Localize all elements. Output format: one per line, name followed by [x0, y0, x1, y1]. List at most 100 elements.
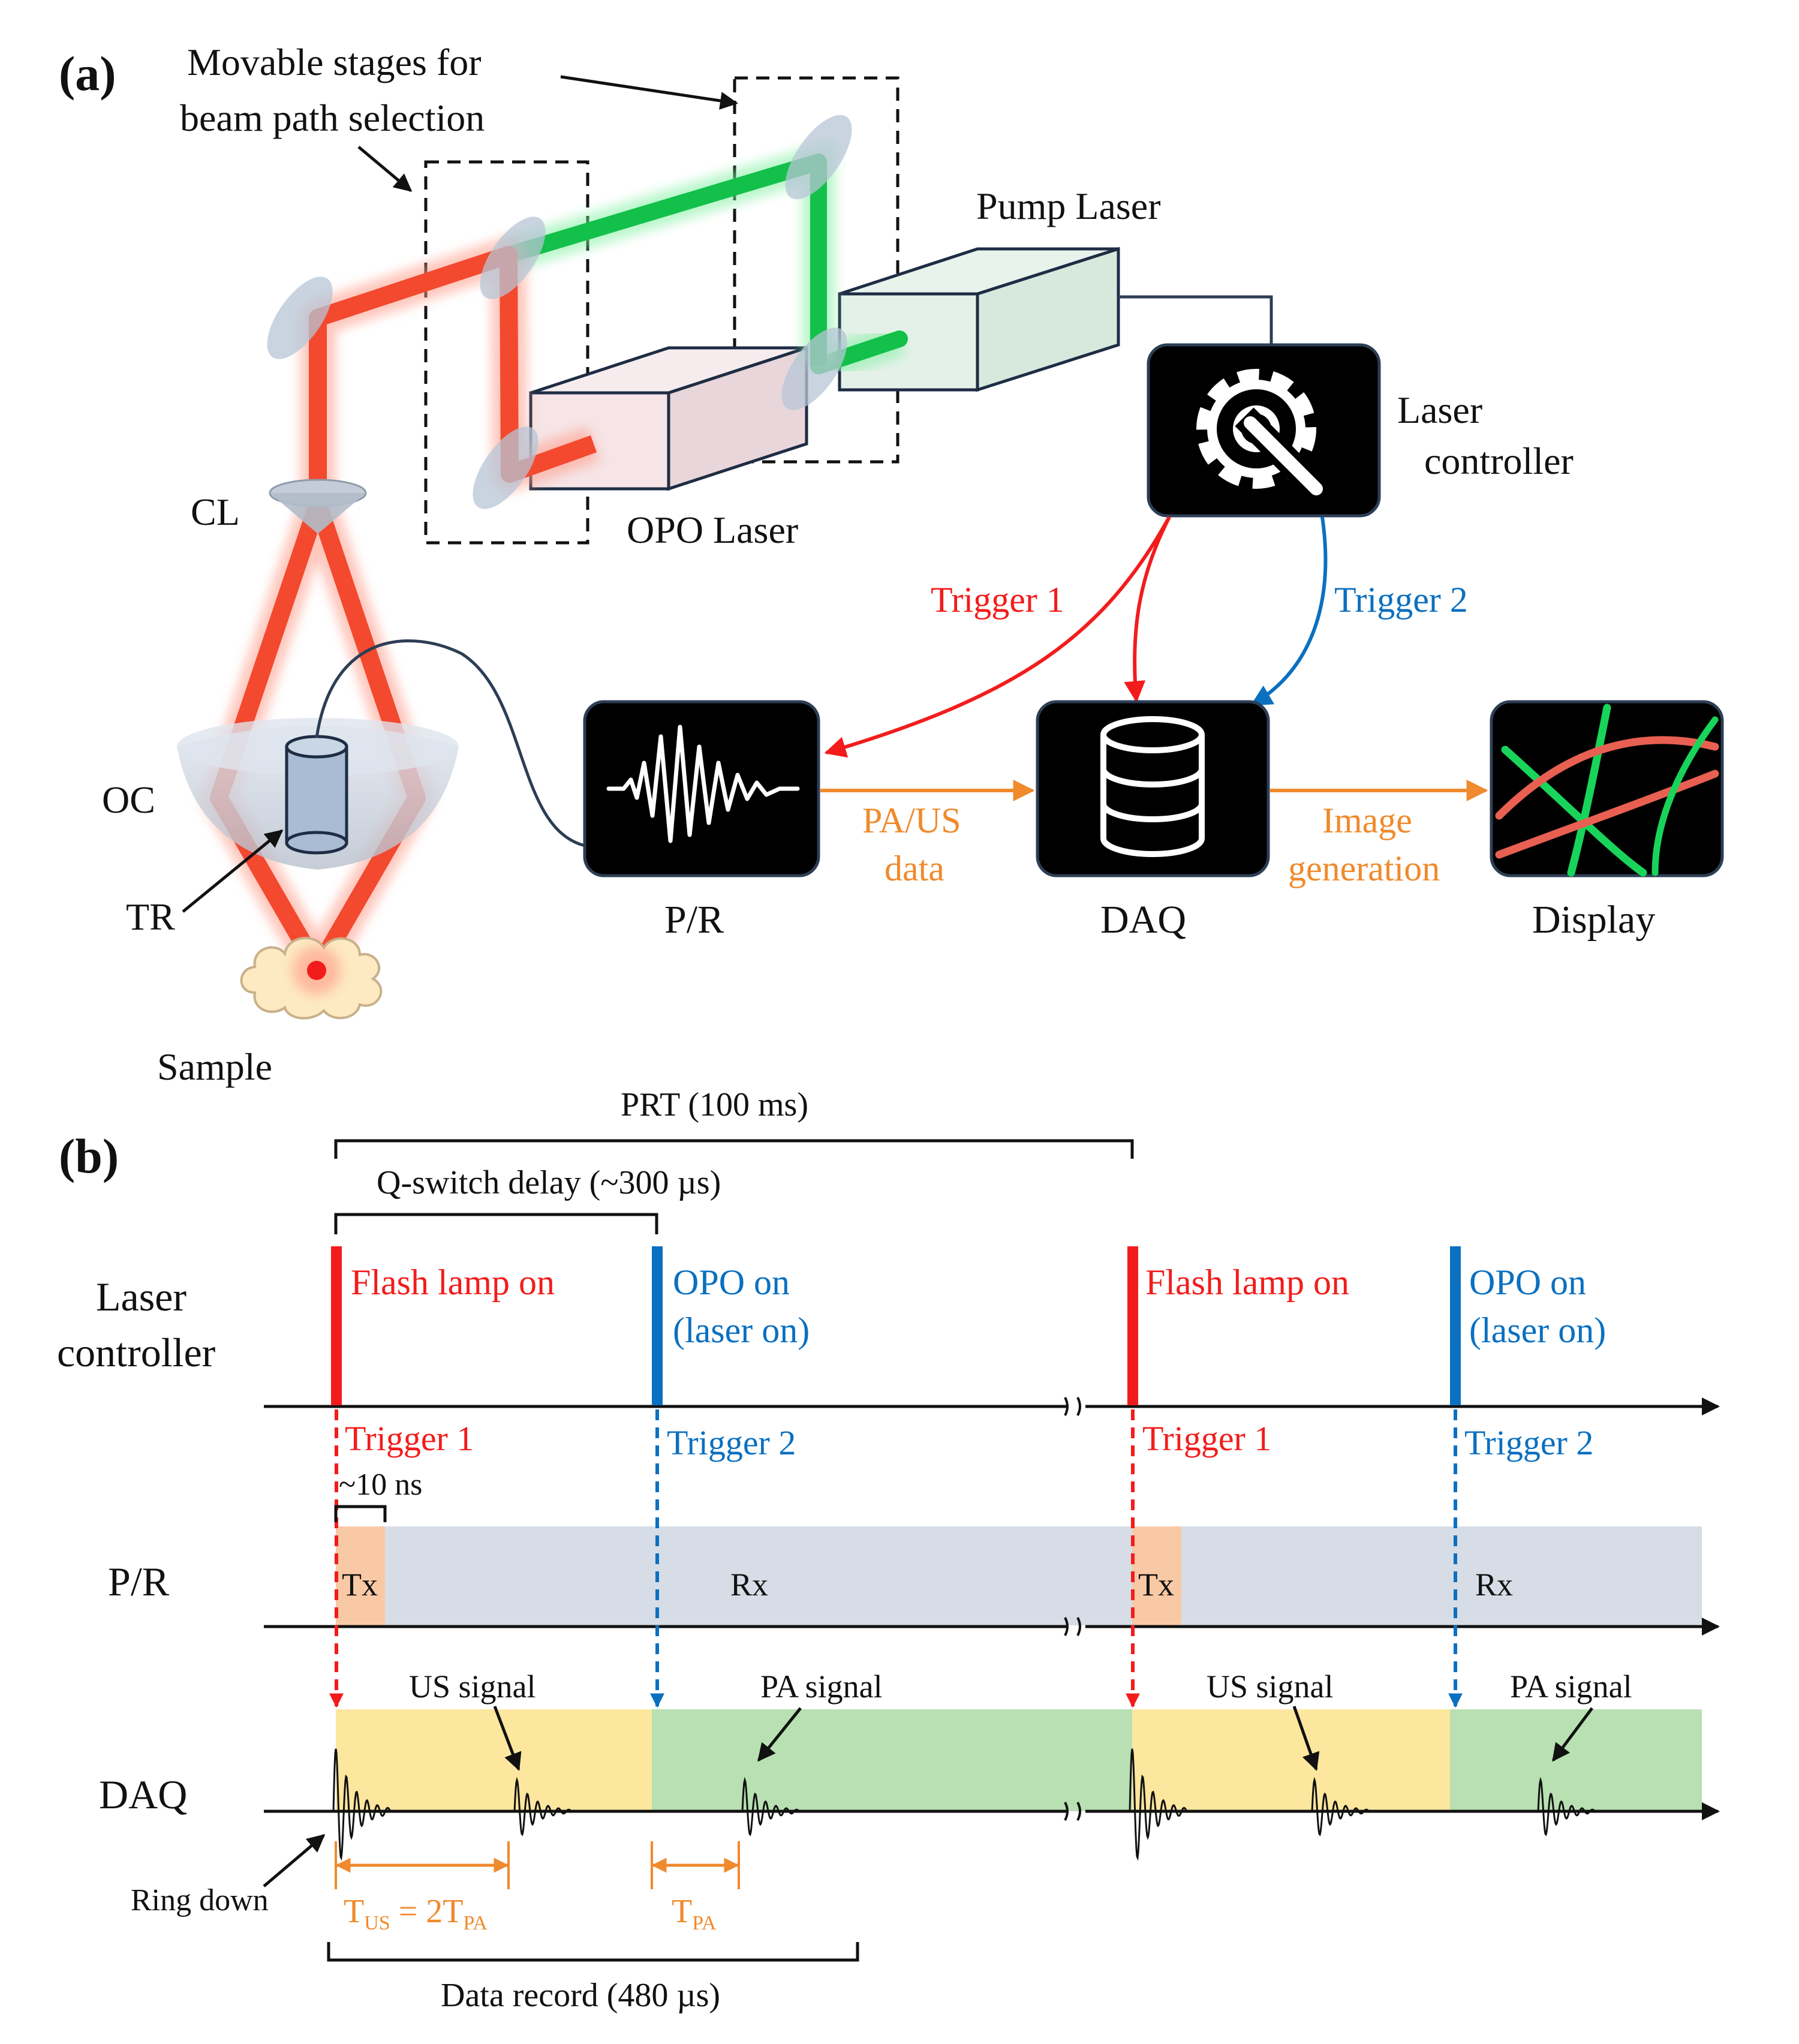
- t-us-label: TUS = 2TPA: [344, 1893, 488, 1934]
- mirror-3: [785, 115, 852, 200]
- panel-b-label: (b): [59, 1129, 119, 1183]
- prt-bracket: [334, 1139, 1134, 1159]
- rx-band-2: [1181, 1526, 1702, 1625]
- transducer: [285, 735, 348, 855]
- flash-lamp-label-1: Flash lamp on: [351, 1263, 555, 1302]
- conical-lens: [269, 479, 367, 534]
- rx-label-2: Rx: [1475, 1567, 1513, 1603]
- pr-label-a: P/R: [664, 898, 724, 942]
- oc-label: OC: [102, 778, 155, 821]
- opo-on-label-1-line2: (laser on): [673, 1310, 810, 1350]
- stages-label-line2: beam path selection: [180, 97, 485, 139]
- opo-laser-label: OPO Laser: [627, 509, 798, 551]
- waveform-icon: [606, 725, 800, 843]
- tx-label-2: Tx: [1138, 1567, 1174, 1603]
- pa-signal-pointer-2: [1551, 1707, 1594, 1762]
- row-label-laser-line2: controller: [57, 1330, 216, 1375]
- axis-laser: [264, 1397, 1720, 1416]
- panel-a-label: (a): [59, 46, 116, 101]
- mirror-5: [781, 327, 847, 410]
- tx-band-1: [336, 1526, 385, 1625]
- axis-daq: [264, 1802, 1720, 1821]
- row-label-pr: P/R: [108, 1559, 170, 1604]
- trigger2-label-b1: Trigger 2: [667, 1423, 796, 1462]
- pa-signal-label-2: PA signal: [1510, 1669, 1632, 1705]
- transducer-cable: [315, 639, 585, 847]
- data-record-bracket: [327, 1942, 859, 1962]
- opo-bar-2: [1450, 1246, 1461, 1405]
- us-signal-label-2: US signal: [1207, 1669, 1334, 1705]
- us-signal-pointer-2: [1292, 1706, 1320, 1771]
- tr-label: TR: [126, 895, 175, 938]
- image-generation-line2: generation: [1288, 849, 1440, 888]
- row-label-daq: DAQ: [99, 1772, 187, 1817]
- us-signal-waveform-2: [1311, 1777, 1370, 1836]
- display-label: Display: [1532, 898, 1655, 942]
- red-beam-upper: [300, 237, 600, 498]
- pump-laser-box: [838, 247, 1120, 392]
- database-icon: [1100, 716, 1205, 857]
- opo-on-label-2-line1: OPO on: [1469, 1263, 1586, 1302]
- sample-cloud: [240, 937, 383, 1020]
- tx-band-2: [1132, 1526, 1181, 1625]
- rx-label-1: Rx: [730, 1567, 768, 1603]
- trigger1-label-b1: Trigger 1: [345, 1419, 474, 1458]
- ring-down-waveform-2: [1129, 1748, 1188, 1861]
- tx-width-label: ~10 ns: [339, 1468, 422, 1502]
- movable-stage-right: [733, 76, 900, 464]
- sample-label: Sample: [157, 1045, 272, 1088]
- stages-pointer-right: [560, 75, 738, 110]
- daq-block: [1036, 700, 1270, 877]
- image-generation-line1: Image: [1322, 801, 1412, 840]
- prt-label: PRT (100 ms): [621, 1086, 808, 1123]
- flash-lamp-bar-2: [1127, 1246, 1138, 1405]
- ring-down-waveform-1: [332, 1748, 392, 1861]
- opo-bar-1: [652, 1246, 663, 1405]
- flash-lamp-label-2: Flash lamp on: [1145, 1263, 1349, 1302]
- mirror-4: [473, 426, 539, 509]
- ring-down-pointer: [263, 1834, 326, 1887]
- trigger1-arrow: [824, 516, 1171, 758]
- tx-label-1: Tx: [342, 1567, 378, 1603]
- pa-band-2: [1450, 1709, 1702, 1811]
- gear-wrench-icon: [1196, 369, 1326, 498]
- rx-band-1: [385, 1526, 1132, 1625]
- laser-controller-label-line2: controller: [1424, 440, 1574, 482]
- ring-down-label: Ring down: [131, 1883, 269, 1917]
- us-signal-label-1: US signal: [409, 1669, 536, 1705]
- vessel-image-icon: [1495, 704, 1719, 877]
- movable-stage-left: [424, 160, 589, 545]
- axis-pr: [264, 1617, 1720, 1636]
- trigger2-arrow: [1250, 516, 1328, 707]
- trigger1-label-b2: Trigger 1: [1142, 1419, 1271, 1458]
- tx-width-bracket: [334, 1505, 387, 1522]
- pa-signal-pointer-1: [757, 1707, 802, 1762]
- mirror-2: [480, 217, 546, 299]
- data-record-label: Data record (480 µs): [441, 1977, 720, 2014]
- row-label-laser-line1: Laser: [96, 1274, 186, 1319]
- opo-on-label-1-line1: OPO on: [673, 1263, 790, 1302]
- trigger2-label-a: Trigger 2: [1334, 580, 1468, 620]
- stages-label-line1: Movable stages for: [187, 41, 482, 83]
- tr-pointer: [182, 829, 284, 913]
- pa-us-data-line2: data: [885, 849, 944, 888]
- cl-label: CL: [191, 491, 240, 533]
- us-band-1: [336, 1709, 652, 1811]
- laser-controller-label-line1: Laser: [1397, 389, 1482, 431]
- pa-signal-waveform-1: [741, 1777, 801, 1836]
- stages-pointer-left: [357, 146, 413, 192]
- pa-signal-label-1: PA signal: [760, 1669, 883, 1705]
- waveforms: [332, 1748, 1596, 1861]
- controller-daq-arrow: [1124, 516, 1171, 703]
- flash-lamp-bar-1: [331, 1246, 342, 1405]
- pr-block: [583, 700, 820, 877]
- us-band-2: [1132, 1709, 1450, 1811]
- t-pa-label: TPA: [672, 1893, 717, 1934]
- trigger2-label-b2: Trigger 2: [1464, 1423, 1593, 1462]
- pa-signal-waveform-2: [1537, 1777, 1596, 1836]
- opo-laser-box: [529, 345, 808, 491]
- pa-band-1: [652, 1709, 1132, 1811]
- daq-label-a: DAQ: [1100, 898, 1186, 942]
- us-signal-waveform-1: [513, 1777, 573, 1836]
- pa-us-data-line1: PA/US: [862, 801, 961, 840]
